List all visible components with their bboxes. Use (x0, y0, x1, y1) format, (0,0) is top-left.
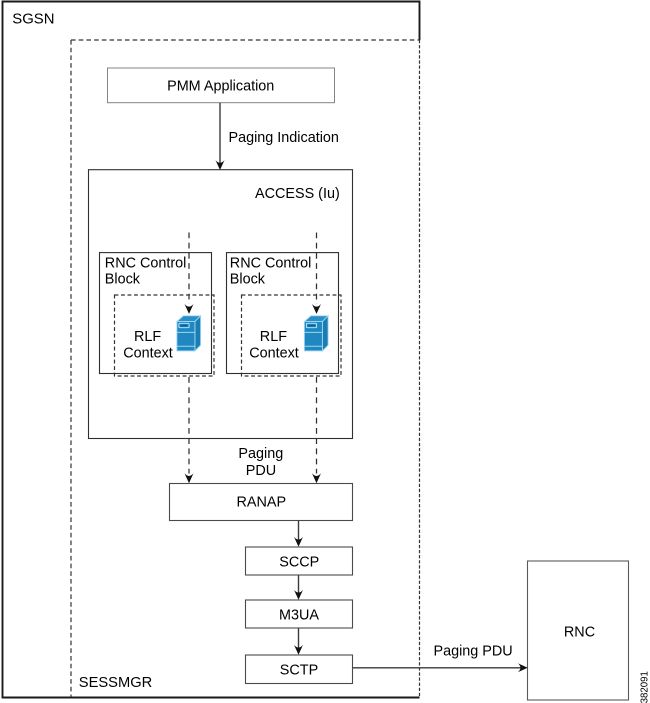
svg-text:SCTP: SCTP (280, 663, 318, 679)
svg-text:Block: Block (105, 272, 141, 288)
svg-text:RLF: RLF (260, 329, 287, 345)
svg-text:Paging Indication: Paging Indication (229, 130, 339, 146)
svg-text:ACCESS (Iu): ACCESS (Iu) (255, 186, 340, 202)
svg-text:Paging: Paging (238, 446, 283, 462)
svg-text:382091: 382091 (640, 671, 650, 703)
svg-text:PDU: PDU (246, 463, 276, 479)
svg-text:RNC: RNC (564, 624, 595, 640)
svg-text:Block: Block (230, 272, 266, 288)
svg-text:RNC Control: RNC Control (230, 255, 312, 271)
svg-text:RLF: RLF (134, 329, 161, 345)
svg-text:PMM Application: PMM Application (167, 79, 274, 95)
svg-text:Context: Context (249, 345, 299, 361)
svg-text:Paging PDU: Paging PDU (434, 643, 513, 659)
svg-text:RNC Control: RNC Control (105, 255, 187, 271)
svg-text:RANAP: RANAP (237, 495, 287, 511)
svg-text:SCCP: SCCP (279, 554, 319, 570)
svg-text:M3UA: M3UA (279, 607, 319, 623)
svg-text:Context: Context (123, 345, 173, 361)
svg-text:SESSMGR: SESSMGR (79, 675, 152, 691)
svg-text:SGSN: SGSN (12, 12, 54, 28)
